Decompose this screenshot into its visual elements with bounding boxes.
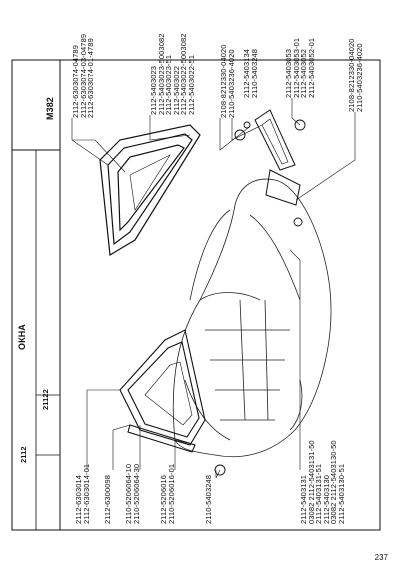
label-group-t1: 2112-6303074-04789 2112-6303074-03-04789… [71,33,95,118]
leader-lines [71,98,356,479]
windshield [119,329,206,453]
page-number: 237 [374,553,388,562]
label-group-t2: 2112-5403023 2112-5403023-5003082 2112-5… [149,33,196,115]
label-group-t4: 2112-5403134 2110-5403248 [242,48,259,98]
car-body-outline [172,178,332,458]
label-group-b5: 2110-5403248 [204,474,213,524]
label-group-b2: 2112-6300098 [103,474,112,524]
rear-window-frame [99,124,201,256]
model-b: 21122 [41,389,50,410]
side-window-vent [254,109,301,206]
label-group-t6: 2108-8212330-04020 2110-5403236-4020 [347,38,364,112]
label-group-b3: 2110-5206064-10 2110-5206064-30 [124,463,141,524]
model-a: 2112 [19,446,28,463]
label-group-b1: 2112-6303014 2112-6303014-01 [74,463,91,524]
label-group-t5: 2112-5403053 2112-5403053-01 2112-540305… [284,37,316,98]
section-code: M382 [45,97,55,120]
label-group-b6: 2112-5403131 03082 2112-5403131-50 2112-… [299,440,346,524]
label-group-b4: 2112-5206016 2110-5206016-01 [159,463,176,524]
fasteners [214,119,306,476]
page-title: ОКНА [17,324,27,350]
label-group-t3: 2108-8212330-04020 2110-5403236-4020 [219,44,236,118]
